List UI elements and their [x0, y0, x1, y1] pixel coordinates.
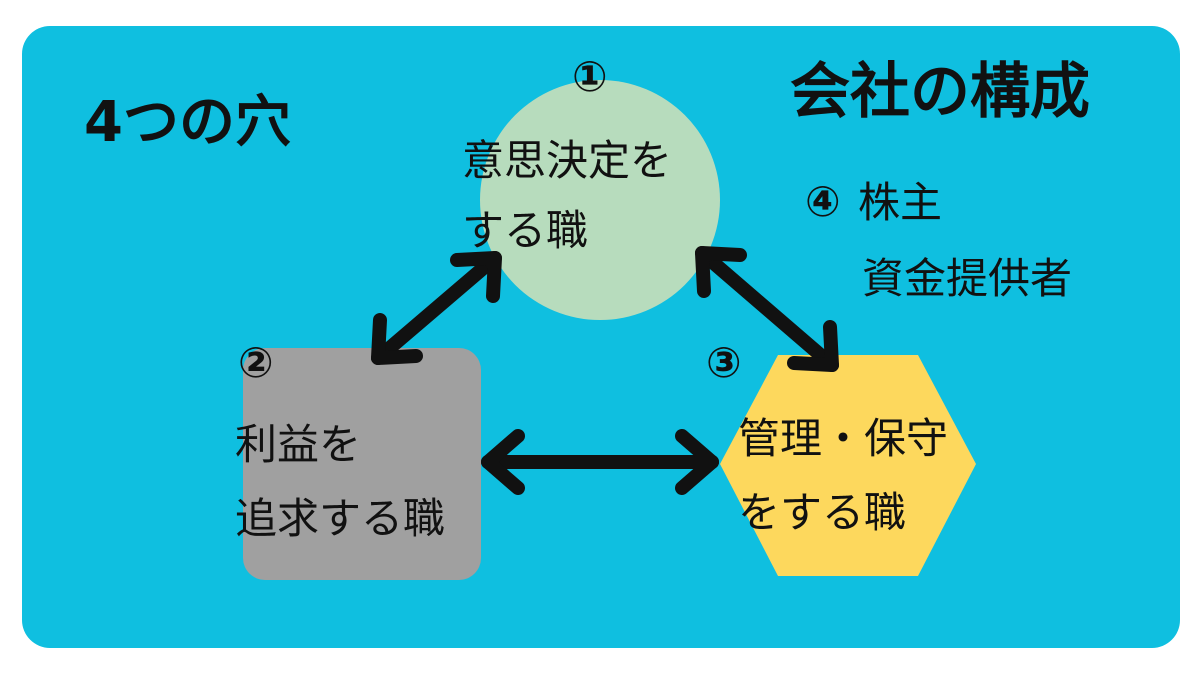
arrow-1-3: [695, 246, 839, 372]
node3-number: ③: [706, 338, 742, 387]
node1-label-line1: 意思決定を: [462, 136, 673, 185]
node2-label-line1: 利益を: [235, 420, 362, 469]
node3-label-line2: をする職: [738, 488, 907, 537]
decision-circle: [480, 80, 720, 320]
node2-number: ②: [238, 338, 274, 387]
node4-label-line1: 株主: [858, 178, 943, 227]
management-hexagon: [720, 355, 976, 576]
node1-label-line2: する職: [462, 206, 589, 255]
node3-label-line1: 管理・保守: [738, 414, 949, 463]
node4-number: ④: [805, 177, 841, 226]
title-four-holes: 4つの穴: [84, 90, 291, 155]
title-company-structure: 会社の構成: [790, 57, 1090, 127]
node4-label-line2: 資金提供者: [862, 254, 1073, 303]
profit-square: [243, 348, 481, 580]
node2-label-line2: 追求する職: [235, 494, 446, 543]
arrow-1-2: [371, 251, 502, 365]
node1-number: ①: [572, 52, 608, 101]
arrow-2-3: [481, 429, 719, 495]
